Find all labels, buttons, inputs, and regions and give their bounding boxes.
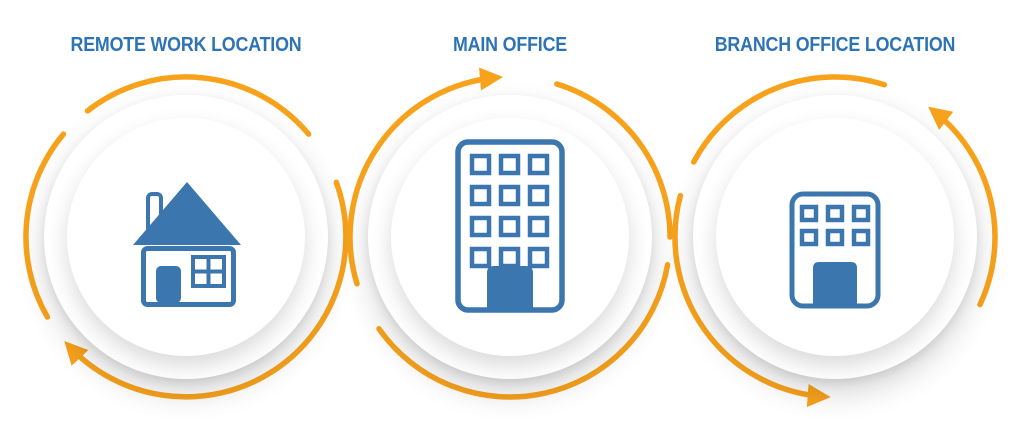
circle-branch-office xyxy=(693,95,977,379)
rotation-ring-clockwise xyxy=(347,67,673,400)
rotation-ring-counterclockwise xyxy=(672,74,998,407)
rotation-ring-clockwise xyxy=(23,74,349,400)
location-unit-main-office: MAIN OFFICE xyxy=(340,0,680,428)
branch-office-icon xyxy=(789,191,881,309)
remote-work-location-label: REMOTE WORK LOCATION xyxy=(70,33,302,56)
office-building-icon xyxy=(455,139,565,313)
main-office-label: MAIN OFFICE xyxy=(452,33,567,56)
branch-office-location-label: BRANCH OFFICE LOCATION xyxy=(714,33,956,56)
location-unit-branch-office: BRANCH OFFICE LOCATION xyxy=(665,0,1005,428)
circle-remote xyxy=(44,95,328,379)
house-icon xyxy=(133,182,241,307)
circle-main-office xyxy=(368,95,652,379)
location-unit-remote: REMOTE WORK LOCATION xyxy=(16,0,356,428)
